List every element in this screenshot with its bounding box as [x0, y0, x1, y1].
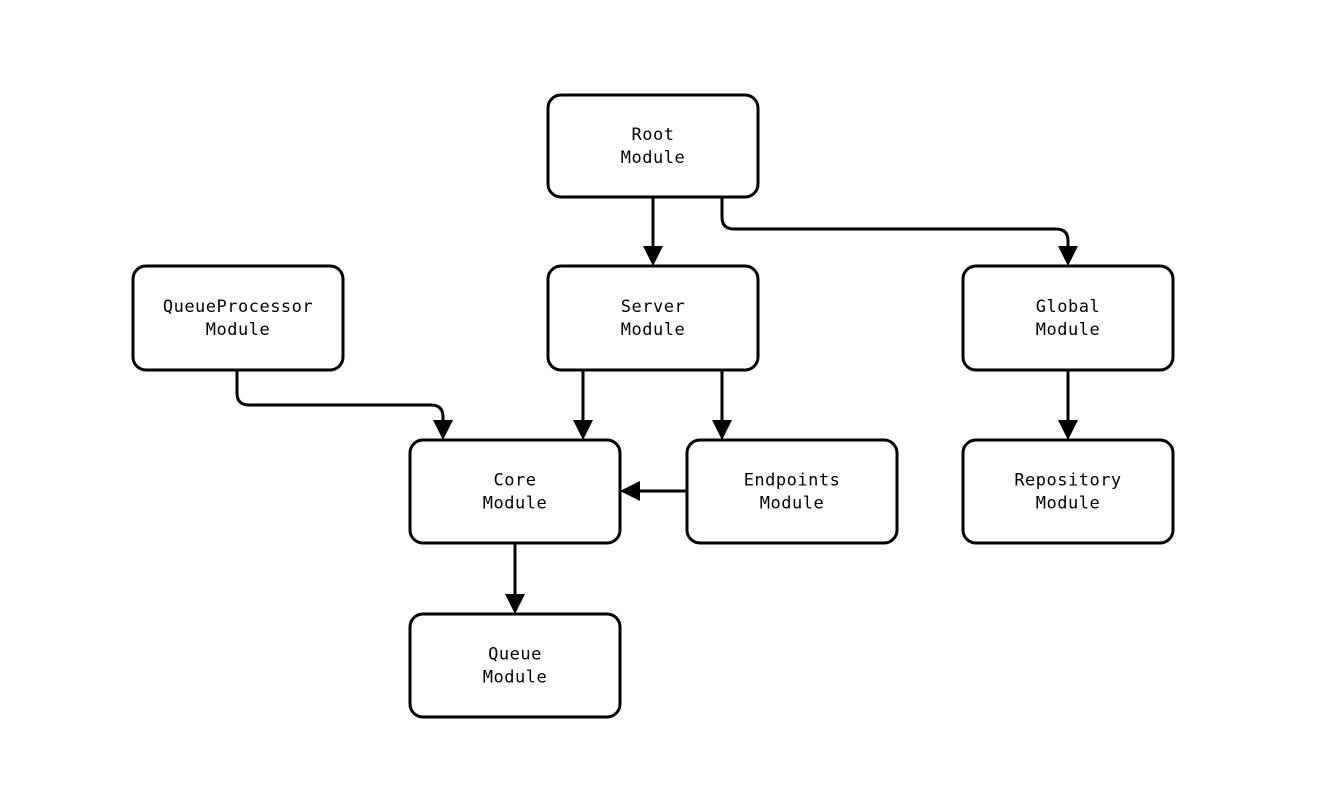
node-label-line2-queueprocessor: Module [206, 320, 270, 340]
edge-server-to-endpoints [712, 370, 732, 440]
node-label-line1-queueprocessor: QueueProcessor [163, 297, 313, 317]
node-label-line1-queue: Queue [488, 645, 542, 665]
edge-line [720, 197, 1070, 254]
node-label-line1-root: Root [632, 125, 675, 145]
arrowhead-icon [1058, 420, 1078, 440]
node-box-core[interactable] [408, 438, 622, 545]
arrowhead-icon [712, 420, 732, 440]
edge-queueprocessor-to-core [235, 370, 453, 440]
node-box-server[interactable] [546, 264, 760, 372]
node-label-line2-global: Module [1036, 320, 1100, 340]
node-label-line2-queue: Module [483, 668, 547, 688]
edge-global-to-repository [1058, 370, 1078, 440]
node-box-queueprocessor[interactable] [131, 264, 345, 372]
node-label-line2-core: Module [483, 494, 547, 514]
edges-layer [235, 197, 1078, 614]
arrowhead-icon [620, 481, 640, 501]
node-label-line1-repository: Repository [1014, 471, 1121, 491]
node-box-queue[interactable] [408, 612, 622, 719]
node-label-line2-server: Module [621, 320, 685, 340]
arrowhead-icon [433, 420, 453, 440]
edge-endpoints-to-core [620, 481, 687, 501]
node-label-line1-core: Core [494, 471, 537, 491]
node-label-line1-endpoints: Endpoints [744, 471, 841, 491]
edge-line [235, 370, 445, 428]
node-label-line2-repository: Module [1036, 494, 1100, 514]
edge-root-to-global [720, 197, 1078, 266]
node-label-line1-global: Global [1036, 297, 1100, 317]
node-label-line2-root: Module [621, 148, 685, 168]
node-box-root[interactable] [546, 93, 760, 199]
arrowhead-icon [573, 420, 593, 440]
edge-server-to-core [573, 370, 593, 440]
node-box-global[interactable] [961, 264, 1175, 372]
arrowhead-icon [1058, 246, 1078, 266]
arrowhead-icon [643, 246, 663, 266]
node-box-repository[interactable] [961, 438, 1175, 545]
node-label-line2-endpoints: Module [760, 494, 824, 514]
arrowhead-icon [505, 594, 525, 614]
node-label-line1-server: Server [621, 297, 685, 317]
node-box-endpoints[interactable] [685, 438, 899, 545]
edge-core-to-queue [505, 543, 525, 614]
edge-root-to-server [643, 197, 663, 266]
nodes-layer: RootModuleQueueProcessorModuleServerModu… [131, 93, 1175, 719]
